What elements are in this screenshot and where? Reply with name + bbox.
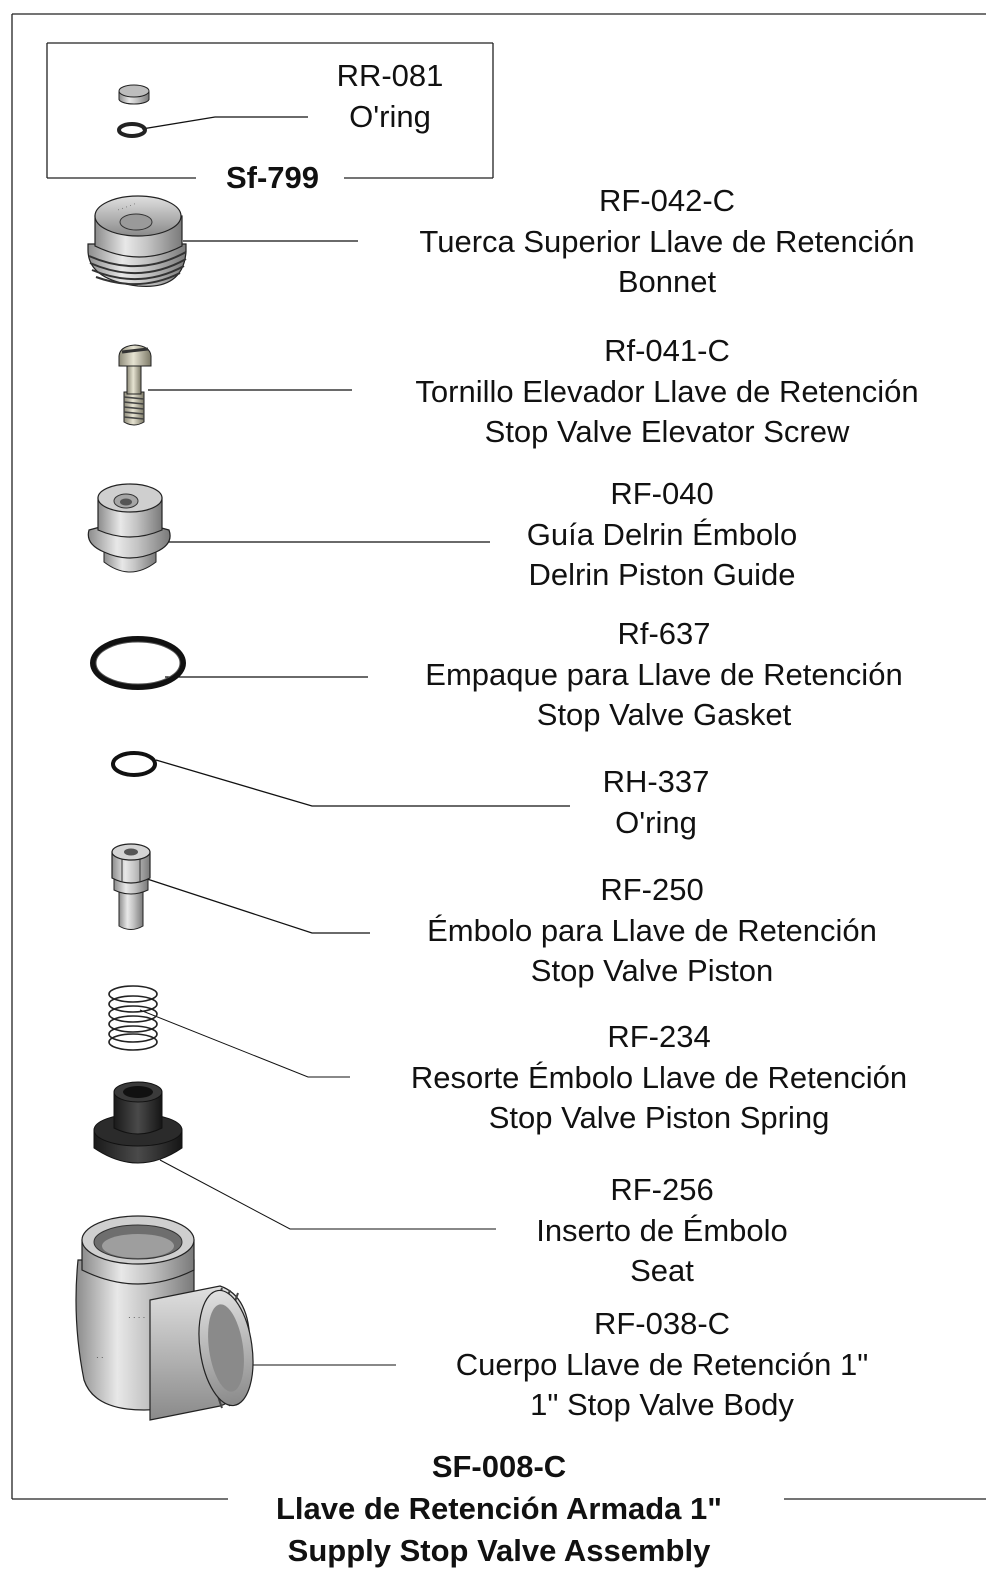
part-name-es: Empaque para Llave de Retención	[425, 656, 903, 692]
svg-text:· · · ·: · · · ·	[128, 1313, 145, 1322]
leader-lines	[137, 116, 570, 1366]
part-label-rr081: RR-081 O'ring	[305, 56, 475, 137]
part-name-es: Inserto de Émbolo	[536, 1212, 788, 1248]
part-name-en: 1" Stop Valve Body	[530, 1387, 794, 1422]
assembly-name-en: Supply Stop Valve Assembly	[287, 1533, 711, 1568]
part-name-en: Stop Valve Gasket	[536, 697, 792, 732]
piston-icon	[111, 843, 151, 930]
part-label-rf250: RF-250 Émbolo para Llave de Retención St…	[378, 870, 926, 992]
part-label-rf637: Rf-637 Empaque para Llave de Retención S…	[376, 614, 952, 736]
piston-guide-icon	[87, 483, 171, 573]
part-name-en: Bonnet	[617, 264, 717, 299]
part-name-en: Stop Valve Piston Spring	[488, 1100, 830, 1135]
part-name: O'ring	[349, 98, 431, 134]
part-code: RF-256	[610, 1172, 714, 1207]
part-label-rf234: RF-234 Resorte Émbolo Llave de Retención…	[358, 1017, 960, 1139]
assembly-name-es: Llave de Retención Armada 1"	[268, 1488, 730, 1530]
part-name-es: Émbolo para Llave de Retención	[427, 912, 877, 948]
kit-code-label: Sf-799	[205, 158, 340, 198]
part-code: RF-038-C	[593, 1306, 731, 1341]
seat-icon	[93, 1081, 183, 1164]
part-code: RF-234	[607, 1019, 711, 1054]
part-label-rf041c: Rf-041-C Tornillo Elevador Llave de Rete…	[360, 331, 974, 453]
part-name-es: O'ring	[615, 804, 697, 840]
spring-icon	[108, 985, 158, 1051]
part-code: Rf-041-C	[604, 333, 730, 368]
oring-icon	[117, 122, 147, 138]
part-name-es: Cuerpo Llave de Retención 1"	[455, 1346, 869, 1382]
part-name-es: Guía Delrin Émbolo	[526, 516, 798, 552]
part-name-es: Resorte Émbolo Llave de Retención	[410, 1059, 908, 1095]
part-code: Rf-637	[617, 616, 711, 651]
part-label-rf256: RF-256 Inserto de Émbolo Seat	[506, 1170, 818, 1292]
part-name-en: Seat	[630, 1253, 694, 1288]
outer-frame	[11, 13, 986, 1500]
part-name-en: Delrin Piston Guide	[528, 557, 796, 592]
svg-text:· ·: · ·	[96, 1353, 104, 1362]
part-code: RF-042-C	[598, 183, 736, 218]
part-name-es: Tuerca Superior Llave de Retención	[419, 223, 915, 259]
part-name-es: Tornillo Elevador Llave de Retención	[415, 373, 919, 409]
valve-body-icon: · · · · · ·	[75, 1215, 254, 1421]
assembly-code: SF-008-C	[431, 1449, 567, 1484]
leader-rr081	[141, 116, 308, 130]
part-code: RH-337	[602, 764, 710, 799]
kit-box	[46, 42, 494, 179]
bonnet-icon: · · · · ·	[87, 195, 187, 287]
part-label-rf038c: RF-038-C Cuerpo Llave de Retención 1" 1"…	[404, 1304, 920, 1426]
leader-rf250	[137, 875, 370, 934]
oring-icon	[111, 751, 157, 777]
part-name-en: Stop Valve Elevator Screw	[484, 414, 850, 449]
screw-icon	[118, 344, 152, 426]
gasket-icon	[90, 636, 186, 690]
leader-rf256	[159, 1159, 496, 1230]
part-code: RF-040	[610, 476, 714, 511]
part-label-rf040: RF-040 Guía Delrin Émbolo Delrin Piston …	[482, 474, 842, 596]
leader-rf234	[139, 1009, 350, 1078]
part-label-rf042c: RF-042-C Tuerca Superior Llave de Retenc…	[366, 181, 968, 303]
leader-rh337	[155, 759, 570, 807]
part-code: RF-250	[600, 872, 704, 907]
assembly-title: SF-008-C Llave de Retención Armada 1" Su…	[199, 1446, 799, 1572]
part-name-en: Stop Valve Piston	[530, 953, 774, 988]
part-code: RR-081	[336, 58, 444, 93]
cap-icon	[118, 84, 150, 105]
part-label-rh337: RH-337 O'ring	[566, 762, 746, 843]
